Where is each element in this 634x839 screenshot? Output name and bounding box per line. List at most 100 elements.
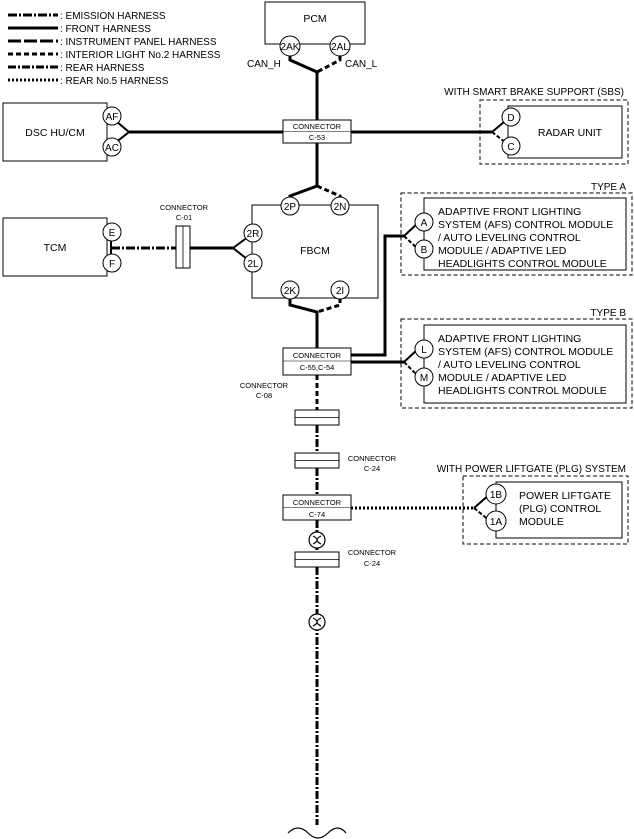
wire-fbcm-2k [288, 298, 319, 348]
plg-pin-1b [485, 483, 507, 505]
pcm-pin-2al-label: 2AL [331, 42, 349, 53]
type-b-text-line-4: MODULE / ADAPTIVE LED [438, 372, 567, 384]
connector-c53: CONNECTOR C-53 [282, 119, 352, 144]
pcm-pin-2al [329, 35, 351, 57]
plg-pin-1a-label: 1A [490, 517, 503, 528]
connector-c24-upper-id: C-24 [364, 464, 380, 473]
radar-pin-d-label: D [507, 113, 514, 124]
connector-c08: CONNECTOR C-08 [240, 381, 340, 426]
fbcm-pin-2l-label: 2L [247, 259, 259, 270]
radar-box [507, 105, 623, 159]
fbcm-box [251, 204, 379, 299]
connector-c24-upper: CONNECTOR C-24 [294, 452, 397, 473]
fbcm-module: FBCM 2P 2N 2R 2L 2K 2I [243, 196, 379, 300]
type-b-pin-l-label: L [421, 345, 427, 356]
fbcm-label: FBCM [300, 245, 330, 257]
type-a-pin-b-label: B [421, 245, 428, 256]
fbcm-pin-2r-label: 2R [247, 229, 260, 240]
wire-plg-pin-1a [473, 507, 491, 522]
radar-pin-c-label: C [507, 142, 514, 153]
tcm-pin-e [102, 222, 122, 242]
wire-fbcm-2n [316, 184, 342, 205]
fbcm-pin-2n-label: 2N [334, 202, 347, 213]
plg-dashed-frame [462, 475, 629, 545]
type-b-text-line-2: SYSTEM (AFS) CONTROL MODULE [438, 346, 613, 358]
legend: : EMISSION HARNESS : FRONT HARNESS : INS… [8, 11, 221, 87]
pcm-pin-2ak-label: 2AK [281, 42, 300, 53]
sbs-group: WITH SMART BRAKE SUPPORT (SBS) RADAR UNI… [444, 87, 629, 165]
type-a-text-line-1: ADAPTIVE FRONT LIGHTING [438, 206, 581, 218]
pcm-box [264, 1, 366, 45]
plg-group: WITH POWER LIFTGATE (PLG) SYSTEM 1B 1A P… [437, 464, 629, 545]
type-a-text-line-2: SYSTEM (AFS) CONTROL MODULE [438, 219, 613, 231]
plg-text-line-2: (PLG) CONTROL [519, 503, 601, 515]
connector-c74-id: C-74 [309, 510, 325, 519]
type-a-pin-b [414, 239, 434, 259]
can-h-label: CAN_H [247, 59, 281, 70]
connector-c74: CONNECTOR C-74 [282, 494, 352, 521]
wire-pcm-canh [288, 48, 319, 120]
type-a-text-line-4: MODULE / ADAPTIVE LED [438, 245, 567, 257]
tcm-label: TCM [44, 242, 67, 254]
connector-c74-label: CONNECTOR [293, 498, 342, 507]
legend-label-instrument: : INSTRUMENT PANEL HARNESS [60, 37, 217, 48]
type-b-label: TYPE B [590, 308, 626, 319]
wire-fbcm-2i [316, 298, 342, 314]
connector-c24-upper-label: CONNECTOR [348, 454, 397, 463]
dsc-module: DSC HU/CM AF AC [2, 102, 122, 162]
connector-c24-lower: CONNECTOR C-24 [294, 548, 397, 568]
plg-pin-1a [485, 510, 507, 532]
fbcm-pin-2p [280, 196, 300, 216]
type-b-text-line-1: ADAPTIVE FRONT LIGHTING [438, 333, 581, 345]
pcm-module: PCM 2AK 2AL CAN_H CAN_L [247, 1, 378, 70]
fbcm-pin-2k-label: 2K [284, 286, 297, 297]
type-b-dashed-frame [400, 318, 633, 409]
type-a-text-line-3: / AUTO LEVELING CONTROL [438, 232, 581, 244]
type-a-label: TYPE A [591, 182, 626, 193]
fbcm-pin-2k [280, 280, 300, 300]
legend-label-emission: : EMISSION HARNESS [60, 11, 166, 22]
sbs-group-label: WITH SMART BRAKE SUPPORT (SBS) [444, 87, 624, 98]
twisted-pair-icon-strands [312, 535, 322, 545]
type-a-group: TYPE A A B ADAPTIVE FRONT LIGHTING SYSTE… [400, 182, 633, 276]
fbcm-pin-2r [243, 223, 263, 243]
connector-c55-label: CONNECTOR [293, 351, 342, 360]
connector-c08-id: C-08 [256, 391, 272, 400]
type-a-module-box [423, 197, 627, 271]
connector-c24-lower-id: C-24 [364, 559, 380, 568]
pcm-pin-2ak [279, 35, 301, 57]
radar-label: RADAR UNIT [538, 127, 603, 139]
type-a-text-line-5: HEADLIGHTS CONTROL MODULE [438, 258, 607, 270]
connector-c53-label: CONNECTOR [293, 122, 342, 131]
type-b-group: TYPE B L M ADAPTIVE FRONT LIGHTING SYSTE… [400, 308, 633, 409]
can-l-label: CAN_L [345, 59, 378, 70]
type-b-text-line-3: / AUTO LEVELING CONTROL [438, 359, 581, 371]
pcm-label: PCM [303, 13, 326, 25]
connector-c01-id: C-01 [176, 213, 192, 222]
legend-label-rear: : REAR HARNESS [60, 63, 145, 74]
connector-c53-id: C-53 [309, 133, 325, 142]
plg-group-label: WITH POWER LIFTGATE (PLG) SYSTEM [437, 464, 626, 475]
dsc-pin-ac-label: AC [105, 143, 119, 154]
plg-text-line-1: POWER LIFTGATE [519, 490, 611, 502]
type-a-pin-a [414, 212, 434, 232]
dsc-pin-af [102, 106, 122, 126]
legend-label-front: : FRONT HARNESS [60, 24, 151, 35]
legend-label-interior: : INTERIOR LIGHT No.2 HARNESS [60, 50, 221, 61]
connector-c24-lower-label: CONNECTOR [348, 548, 397, 557]
twisted-pair-icon-lower [308, 613, 326, 631]
connector-c55: CONNECTOR C-55,C-54 [282, 347, 352, 376]
tcm-pin-f [102, 253, 122, 273]
dsc-pin-af-label: AF [106, 112, 119, 123]
connector-c01: CONNECTOR C-01 [160, 203, 209, 269]
connector-c55-id: C-55,C-54 [300, 363, 335, 372]
plg-text-line-3: MODULE [519, 516, 564, 528]
tcm-box [2, 217, 108, 277]
plg-module-box [495, 481, 623, 539]
radar-pin-d [501, 107, 521, 127]
plg-pin-1b-label: 1B [490, 490, 503, 501]
wire-c55-type-a [351, 234, 404, 357]
dsc-box [2, 102, 108, 162]
dsc-label: DSC HU/CM [25, 127, 85, 139]
